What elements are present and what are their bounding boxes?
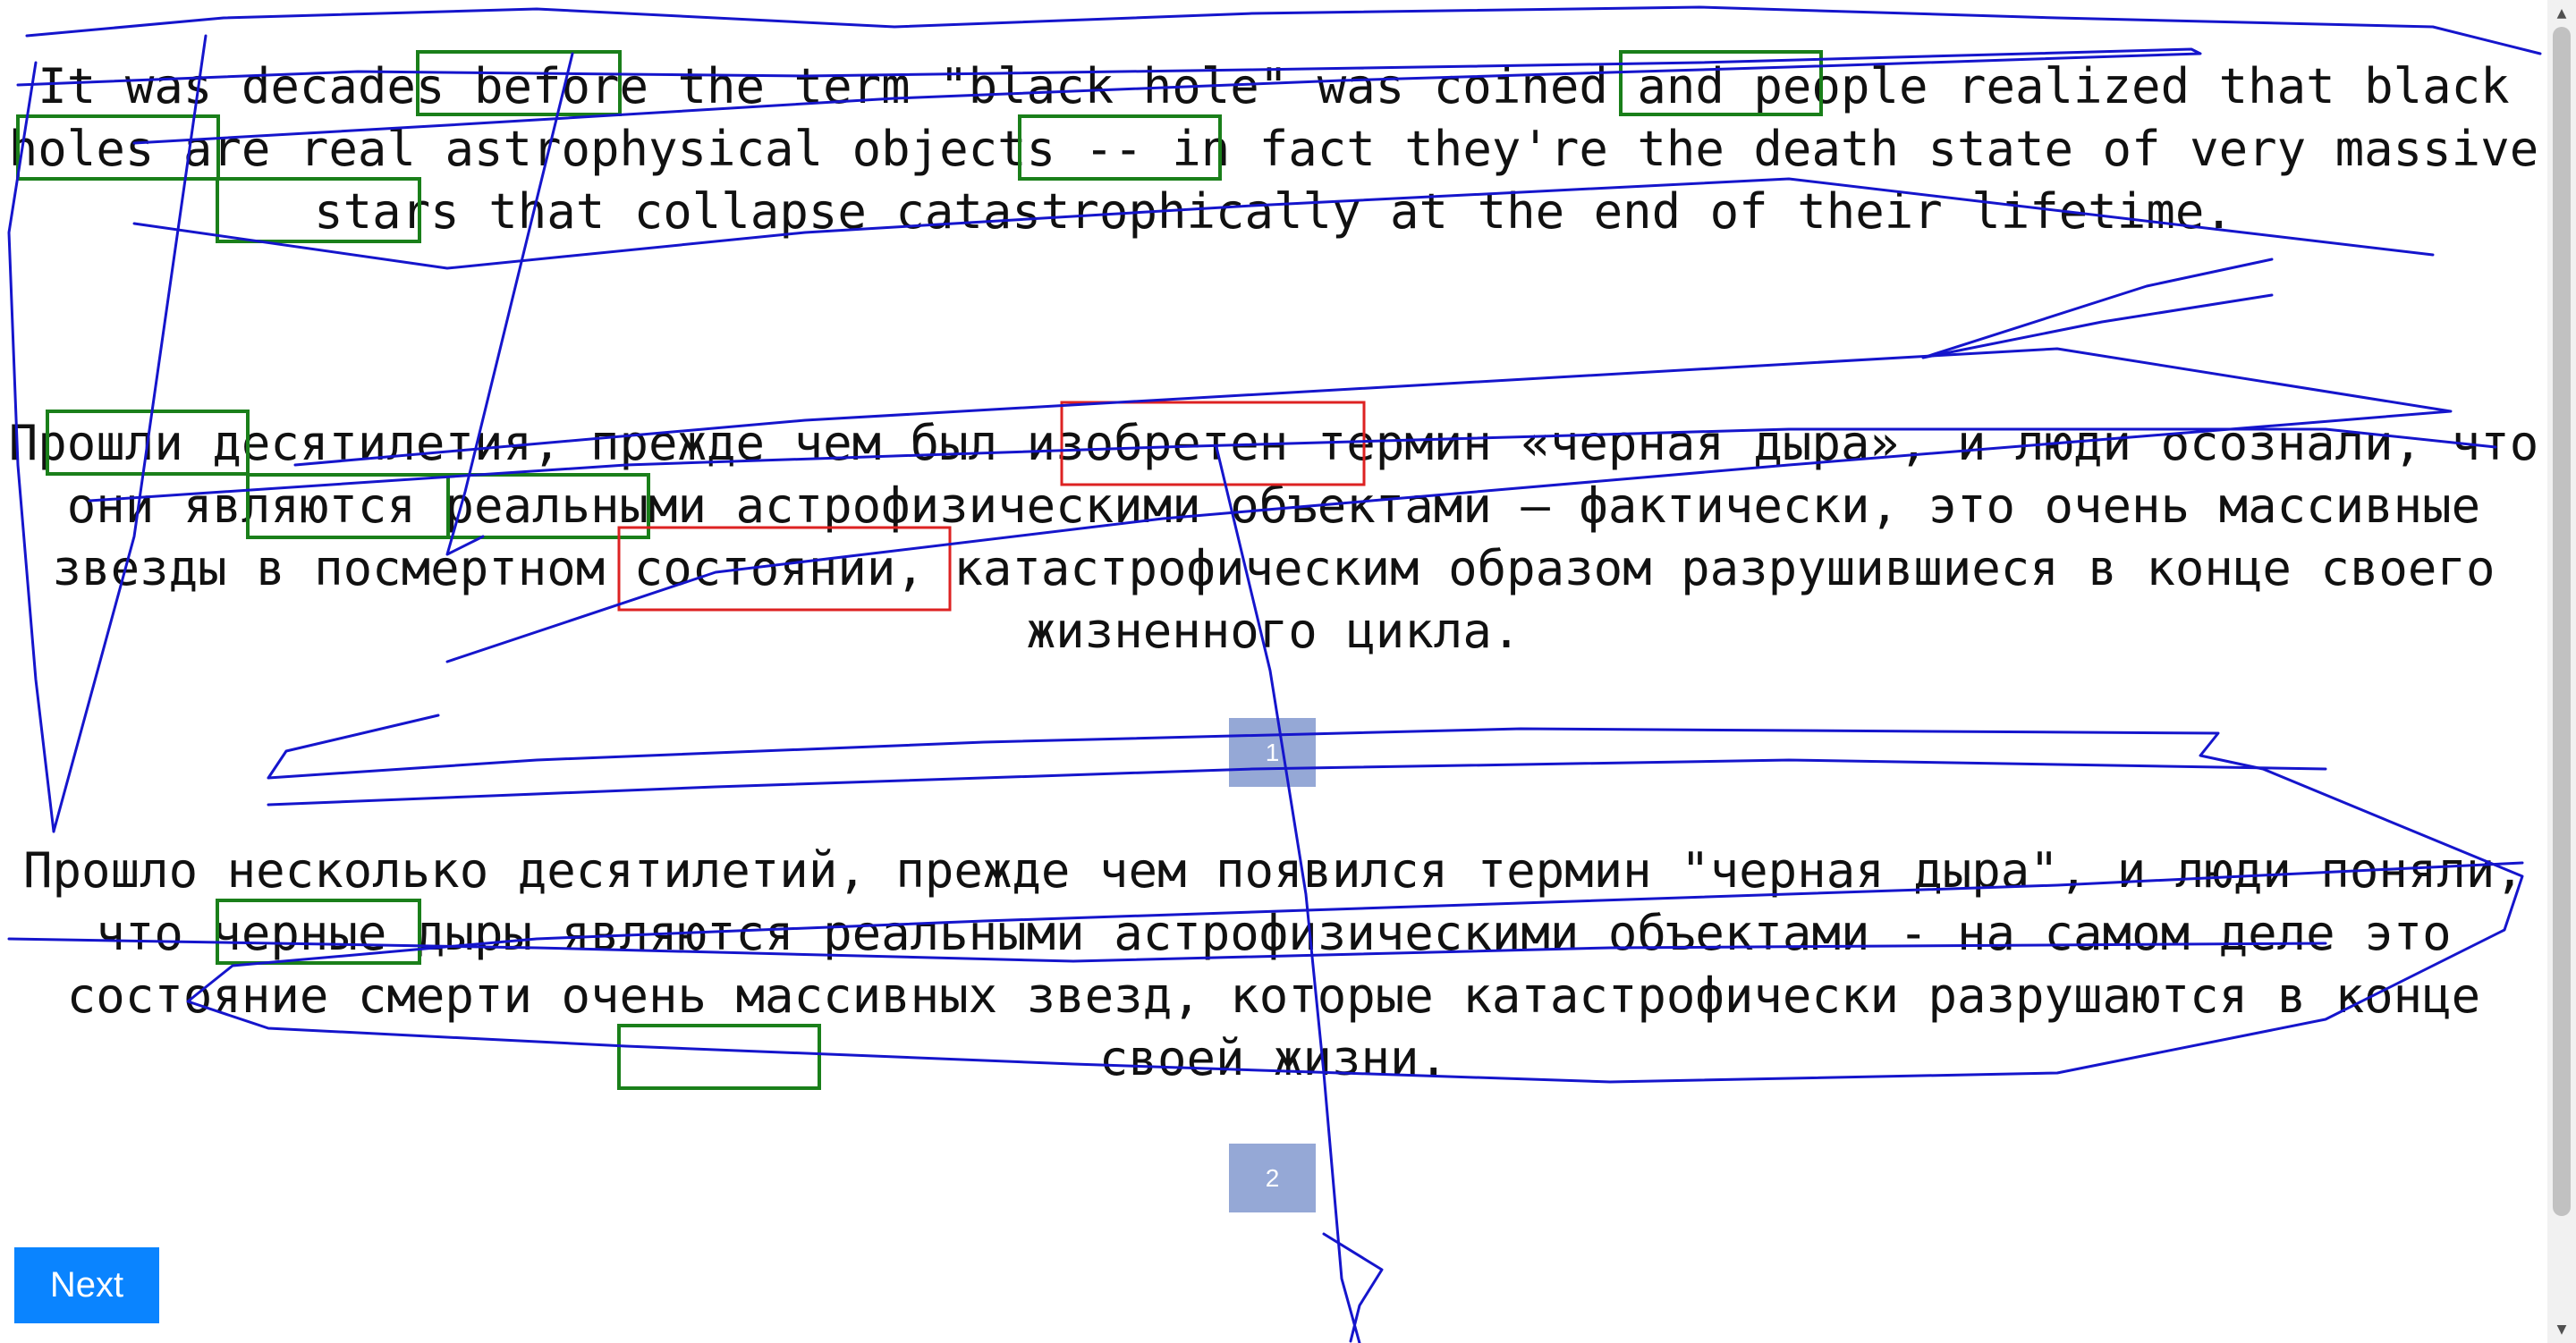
translation-number-badge-2[interactable]: 2 [1229, 1144, 1316, 1212]
scroll-down-arrow-icon[interactable]: ▼ [2556, 1322, 2567, 1337]
next-button[interactable]: Next [14, 1247, 159, 1323]
scribble-stroke [1921, 258, 2274, 359]
reference-translation: Прошли десятилетия, прежде чем был изобр… [8, 415, 2539, 659]
translation-number-badge-1[interactable]: 1 [1229, 718, 1316, 787]
scribble-stroke [25, 5, 2542, 55]
scribble-stroke [1322, 1232, 1384, 1343]
source-sentence: It was decades before the term "black ho… [8, 58, 2539, 240]
candidate-translation: Прошло несколько десятилетий, прежде чем… [23, 842, 2524, 1086]
scrollbar-thumb[interactable] [2553, 27, 2571, 1216]
vertical-scrollbar[interactable]: ▲ ▼ [2547, 0, 2576, 1343]
scroll-up-arrow-icon[interactable]: ▲ [2556, 6, 2567, 21]
